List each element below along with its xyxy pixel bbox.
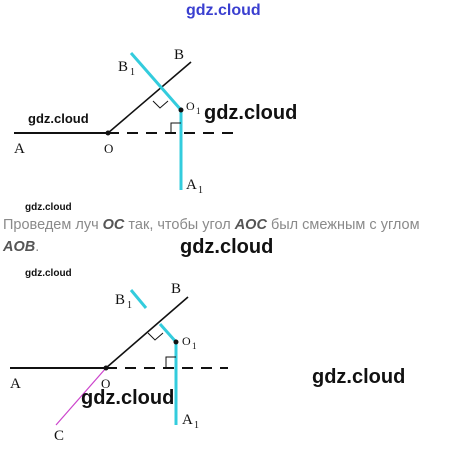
right-angle-mark-2 xyxy=(170,122,181,133)
label-a1-sub: 1 xyxy=(198,185,203,196)
angle-aob-name: AOB xyxy=(3,239,36,255)
label-o: O xyxy=(101,376,110,391)
cyan-ray-o1b1-lower xyxy=(158,323,178,343)
label-a: A xyxy=(14,141,25,157)
watermark-small-2: gdz.cloud xyxy=(25,268,72,279)
right-angle-mark-2 xyxy=(165,356,176,368)
cyan-ray-o1b1-upper xyxy=(129,289,148,309)
label-o1-sub: 1 xyxy=(192,341,197,351)
ray-ob xyxy=(107,61,192,134)
label-o: O xyxy=(104,141,113,156)
point-o xyxy=(103,365,109,371)
point-o xyxy=(105,130,111,136)
watermark-fig1-left: gdz.cloud xyxy=(28,111,89,126)
watermark-small-1: gdz.cloud xyxy=(25,202,72,213)
angle-aoc-name: AOC xyxy=(234,217,267,233)
point-o1 xyxy=(178,107,184,113)
right-angle-mark-1 xyxy=(147,332,164,341)
label-b1: B xyxy=(115,292,125,308)
label-b1: B xyxy=(118,59,128,75)
watermark-mid-text: gdz.cloud xyxy=(180,236,274,258)
label-c: C xyxy=(54,428,64,444)
label-b1-sub: 1 xyxy=(130,67,135,78)
label-o1-sub: 1 xyxy=(196,106,201,116)
label-a1: A xyxy=(182,412,193,428)
label-a: A xyxy=(10,376,21,392)
watermark-fig2-right: gdz.cloud xyxy=(312,366,406,388)
ray-oc xyxy=(55,367,107,426)
label-o1: O xyxy=(186,99,195,113)
figure-1: A O B B 1 O 1 A 1 xyxy=(14,47,235,196)
label-o1: O xyxy=(182,334,191,348)
label-b: B xyxy=(174,47,184,63)
watermark-fig1-right: gdz.cloud xyxy=(204,102,298,124)
watermark-top: gdz.cloud xyxy=(186,2,261,19)
right-angle-mark-1 xyxy=(152,100,169,109)
label-a1-sub: 1 xyxy=(194,420,199,431)
label-b1-sub: 1 xyxy=(127,300,132,311)
point-o1 xyxy=(173,339,179,345)
ray-ob xyxy=(105,296,189,369)
label-a1: A xyxy=(186,177,197,193)
label-b: B xyxy=(171,281,181,297)
figure-2: A O B B 1 O 1 A 1 C xyxy=(10,281,228,444)
ray-oc-name: OC xyxy=(102,217,125,233)
paragraph: Проведем луч OC так, чтобы угол AOC был … xyxy=(3,217,420,255)
cyan-ray-o1b1 xyxy=(129,52,183,111)
watermark-fig2-bottom: gdz.cloud xyxy=(81,387,175,409)
